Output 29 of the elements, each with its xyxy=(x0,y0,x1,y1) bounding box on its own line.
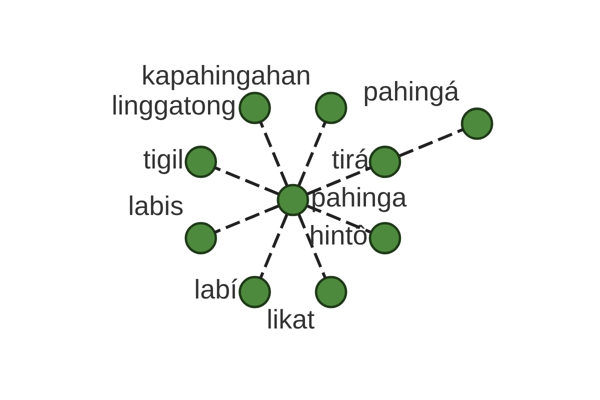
node-circle xyxy=(314,92,348,124)
node-label: hintô xyxy=(309,220,368,251)
connector xyxy=(214,166,280,196)
connector xyxy=(398,128,464,158)
node-label: likat xyxy=(266,304,315,335)
node-label: pahinga xyxy=(310,182,407,213)
connector xyxy=(306,166,372,196)
connector xyxy=(298,214,327,279)
connector xyxy=(259,214,288,279)
node-label: pahingá xyxy=(363,76,460,106)
node-circle xyxy=(276,184,310,216)
node-label: labis xyxy=(128,190,184,221)
connector xyxy=(306,204,372,234)
node-circle xyxy=(314,276,348,308)
connector xyxy=(298,121,327,186)
node-label: tirá xyxy=(332,144,370,174)
node-circle xyxy=(238,276,271,308)
node-circle xyxy=(368,222,402,254)
node-circle xyxy=(238,92,271,124)
connector xyxy=(259,121,288,186)
node-circle xyxy=(368,146,402,178)
node-label: kapahingahan xyxy=(142,60,311,91)
node-label: labí xyxy=(194,274,238,305)
node-circle xyxy=(184,222,218,254)
node-circle xyxy=(184,146,218,178)
node-label: linggatong xyxy=(112,90,236,121)
node-circle xyxy=(460,108,494,140)
connector xyxy=(214,204,280,234)
node-label: tigil xyxy=(143,144,184,174)
